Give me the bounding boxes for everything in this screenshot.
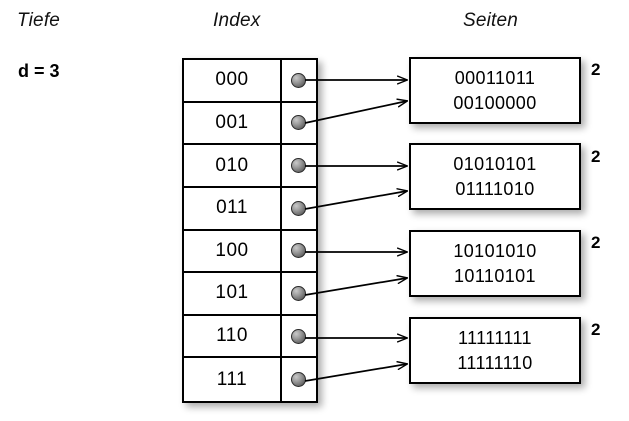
page-line: 10101010 — [453, 241, 537, 261]
pointer-dot-icon — [290, 328, 306, 344]
index-pointer-cell — [282, 358, 316, 401]
index-row: 010 — [184, 145, 316, 188]
pointer-arrow — [304, 191, 407, 210]
index-pointer-cell — [282, 60, 316, 101]
index-pointer-cell — [282, 103, 316, 144]
index-key: 000 — [184, 60, 282, 101]
column-heading-index: Index — [213, 10, 261, 31]
page-line: 01111010 — [455, 178, 535, 199]
page-line: 00011011 — [454, 68, 536, 88]
index-key: 111 — [184, 358, 282, 401]
index-pointer-cell — [282, 273, 316, 314]
pointer-arrow — [304, 101, 407, 124]
pointer-dot-icon — [290, 372, 306, 388]
index-pointer-cell — [282, 231, 316, 272]
pointer-dot-icon — [290, 200, 306, 216]
page-line: 10110101 — [454, 265, 536, 286]
page-local-depth: 2 — [591, 233, 601, 252]
page-line: 01010101 — [453, 154, 537, 174]
page-line: 11111111 — [458, 328, 532, 348]
page-line: 11111110 — [457, 352, 533, 373]
column-heading-pages: Seiten — [463, 10, 519, 31]
index-table: 000 001 010 011 100 — [182, 58, 318, 403]
index-row: 110 — [184, 315, 316, 359]
index-key: 101 — [184, 273, 282, 314]
pointer-arrow — [304, 364, 407, 382]
index-row: 111 — [184, 358, 316, 401]
index-key: 100 — [184, 230, 282, 272]
page-box: 11111111 11111110 — [409, 317, 581, 384]
page-local-depth: 2 — [591, 147, 601, 166]
index-pointer-cell — [282, 145, 316, 186]
pointer-dot-icon — [290, 285, 306, 301]
pointer-dot-icon — [290, 72, 306, 88]
index-row: 001 — [184, 102, 316, 146]
index-row: 100 — [184, 230, 316, 274]
page-local-depth: 2 — [591, 60, 601, 79]
index-key: 011 — [184, 187, 282, 229]
index-key: 010 — [184, 145, 282, 186]
page-box: 01010101 01111010 — [409, 143, 581, 210]
pointer-dot-icon — [290, 158, 306, 174]
page-box: 00011011 00100000 — [409, 57, 581, 124]
pointer-arrow — [304, 278, 407, 296]
index-pointer-cell — [282, 316, 316, 357]
index-pointer-cell — [282, 188, 316, 229]
page-line: 00100000 — [453, 92, 537, 113]
global-depth-label: d = 3 — [18, 61, 60, 81]
page-local-depth: 2 — [591, 320, 601, 339]
column-heading-depth: Tiefe — [17, 10, 61, 31]
pointer-dot-icon — [290, 115, 306, 131]
pointer-dot-icon — [290, 243, 306, 259]
index-key: 001 — [184, 102, 282, 144]
index-key: 110 — [184, 315, 282, 357]
index-row: 011 — [184, 187, 316, 231]
index-row: 101 — [184, 273, 316, 316]
page-box: 10101010 10110101 — [409, 230, 581, 297]
index-row: 000 — [184, 60, 316, 103]
